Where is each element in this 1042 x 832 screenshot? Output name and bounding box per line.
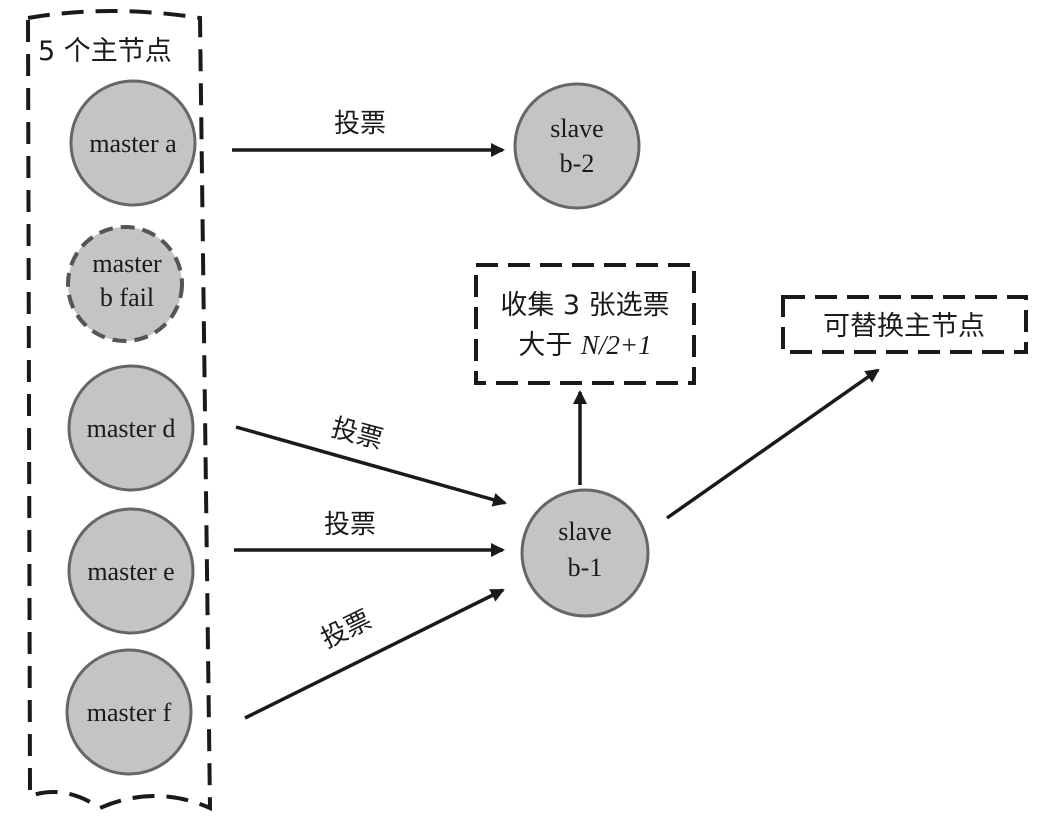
node-master-e-label: master e xyxy=(87,557,174,586)
node-master-a-label: master a xyxy=(89,129,177,158)
node-master-b-fail: master b fail xyxy=(66,225,184,343)
node-master-f: master f xyxy=(65,648,193,776)
node-slave-b-2-line1: slave xyxy=(550,114,603,143)
edge-label-e-b1: 投票 xyxy=(324,510,376,540)
note-replace-label: 可替换主节点 xyxy=(823,311,985,342)
node-slave-b-1-line2: b-1 xyxy=(568,553,603,582)
node-master-f-label: master f xyxy=(87,698,172,727)
node-slave-b-2: slave b-2 xyxy=(513,82,641,210)
note-collect-line1: 收集 3 张选票 xyxy=(500,290,669,321)
node-master-d: master d xyxy=(67,364,195,492)
note-collect-votes: 收集 3 张选票 大于 N/2+1 xyxy=(474,263,696,385)
edge-label-a-b2: 投票 xyxy=(334,109,386,139)
note-collect-line2-formula: N/2+1 xyxy=(580,330,652,360)
edge-slave-b-1-to-replace xyxy=(665,368,880,520)
edge-label-d-b1: 投票 xyxy=(328,413,386,455)
note-replace-master: 可替换主节点 xyxy=(781,295,1028,354)
master-group-border xyxy=(25,9,213,812)
master-group-label: 5 个主节点 xyxy=(38,36,172,67)
node-master-a: master a xyxy=(69,79,197,207)
node-master-d-label: master d xyxy=(87,414,176,443)
node-slave-b-2-line2: b-2 xyxy=(560,149,595,178)
edge-master-d-to-slave-b-1 xyxy=(235,425,507,507)
node-master-b-line1: master xyxy=(92,249,162,278)
note-collect-line2: 大于 N/2+1 xyxy=(518,330,651,361)
node-master-e: master e xyxy=(67,507,195,635)
edge-master-f-to-slave-b-1 xyxy=(244,588,505,720)
note-collect-line2-prefix: 大于 xyxy=(518,330,581,361)
edge-label-f-b1: 投票 xyxy=(317,605,377,655)
node-slave-b-1: slave b-1 xyxy=(520,488,650,618)
node-master-b-line2: b fail xyxy=(100,283,154,312)
node-slave-b-1-line1: slave xyxy=(558,517,611,546)
